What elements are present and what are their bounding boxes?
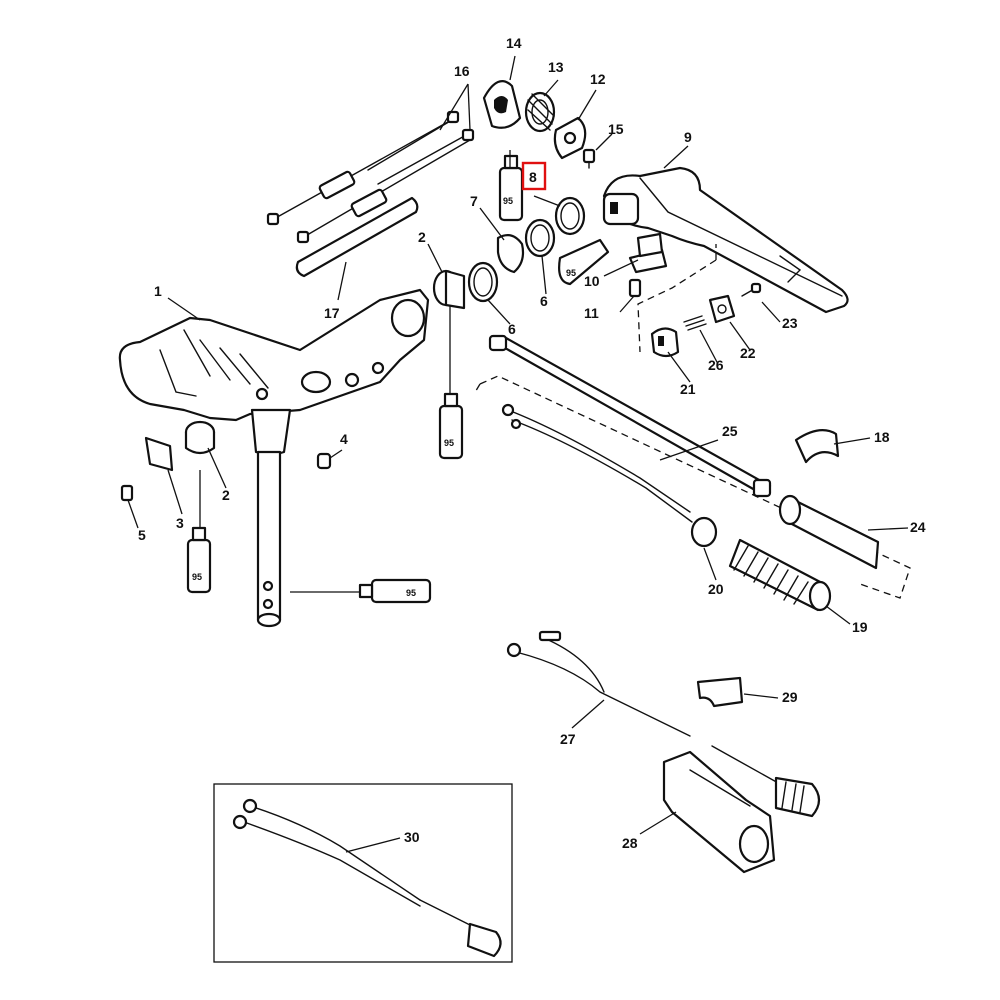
leader-lines — [127, 55, 909, 853]
callout-25: 25 — [722, 423, 738, 439]
callout-4: 4 — [340, 431, 348, 447]
callout-8: 8 — [529, 169, 537, 185]
lubricant-tube-d: 95 — [438, 392, 464, 460]
steering-tube — [250, 408, 292, 628]
callout-21: 21 — [680, 381, 696, 397]
svg-text:95: 95 — [503, 196, 513, 206]
svg-text:95: 95 — [566, 268, 576, 278]
part-4-screw — [316, 452, 332, 470]
callout-14: 14 — [506, 35, 522, 51]
callouts: 16 14 13 12 15 9 8 7 2 6 6 10 11 17 1 4 … — [138, 35, 926, 851]
callout-11: 11 — [584, 305, 599, 321]
part-16-cables — [266, 110, 475, 244]
callout-23: 23 — [782, 315, 798, 331]
callout-9: 9 — [684, 129, 692, 145]
part-25-shaft — [488, 334, 772, 498]
lubricant-tube-a: 95 — [498, 154, 524, 222]
callout-2-upper: 2 — [418, 229, 426, 245]
callout-2-lower: 2 — [222, 487, 230, 503]
part-7-clip — [496, 233, 525, 274]
svg-text:95: 95 — [192, 572, 202, 582]
callout-13: 13 — [548, 59, 564, 75]
callout-30: 30 — [404, 829, 420, 845]
callout-27: 27 — [560, 731, 576, 747]
svg-text:95: 95 — [406, 588, 416, 598]
part-13-gear — [524, 91, 556, 133]
callout-22: 22 — [740, 345, 756, 361]
part-30-cable — [232, 798, 502, 958]
lubricant-tube-b: 95 — [558, 238, 610, 286]
callout-8-highlight — [521, 161, 547, 191]
part-23-screw — [741, 282, 762, 297]
callout-3: 3 — [176, 515, 184, 531]
part-9-tiller-arm — [602, 166, 849, 314]
part-2-bushing-lower — [184, 420, 216, 455]
part-6-ring-upper — [524, 218, 556, 258]
part-30-inset-box — [213, 783, 513, 963]
part-12-washer — [553, 116, 587, 160]
part-27-cable — [506, 630, 781, 785]
callout-15: 15 — [608, 121, 624, 137]
part-6-ring-lower — [467, 261, 499, 303]
callout-26: 26 — [708, 357, 724, 373]
part-27-connector — [774, 776, 821, 818]
callout-10: 10 — [584, 273, 600, 289]
part-18-cap — [794, 429, 840, 464]
part-1-steering-bracket — [118, 288, 430, 422]
svg-text:95: 95 — [444, 438, 454, 448]
callout-6-left: 6 — [508, 321, 516, 337]
part-28-bracket — [662, 750, 776, 874]
part-10-bracket — [628, 232, 668, 274]
part-2-bushing-upper — [432, 269, 466, 310]
part-15-screw — [582, 148, 596, 169]
callout-1: 1 — [154, 283, 162, 299]
part-14-friction-housing — [482, 80, 522, 129]
part-26-spring — [683, 315, 707, 331]
lubricant-tube-c: 95 — [358, 578, 432, 604]
callout-6-right: 6 — [540, 293, 548, 309]
part-29-plate — [696, 676, 744, 708]
part-20-harness — [501, 403, 718, 548]
part-24-throttle-shaft — [778, 494, 880, 570]
callout-24: 24 — [910, 519, 926, 535]
part-22-block — [708, 294, 736, 324]
part-5-screw — [120, 484, 134, 502]
part-19-grip — [728, 538, 832, 612]
callout-28: 28 — [622, 835, 638, 851]
callout-12: 12 — [590, 71, 606, 87]
callout-16: 16 — [454, 63, 470, 79]
part-8-ring — [554, 196, 586, 236]
part-11-screw — [628, 278, 642, 298]
part-3-plate — [144, 436, 174, 472]
lubricant-tube-e: 95 — [186, 526, 212, 594]
callout-7: 7 — [470, 193, 478, 209]
callout-29: 29 — [782, 689, 798, 705]
callout-19: 19 — [852, 619, 868, 635]
callout-20: 20 — [708, 581, 724, 597]
callout-17: 17 — [324, 305, 340, 321]
part-17-sleeve — [295, 196, 419, 278]
part-21-knob — [650, 327, 680, 358]
callout-18: 18 — [874, 429, 890, 445]
callout-5: 5 — [138, 527, 146, 543]
